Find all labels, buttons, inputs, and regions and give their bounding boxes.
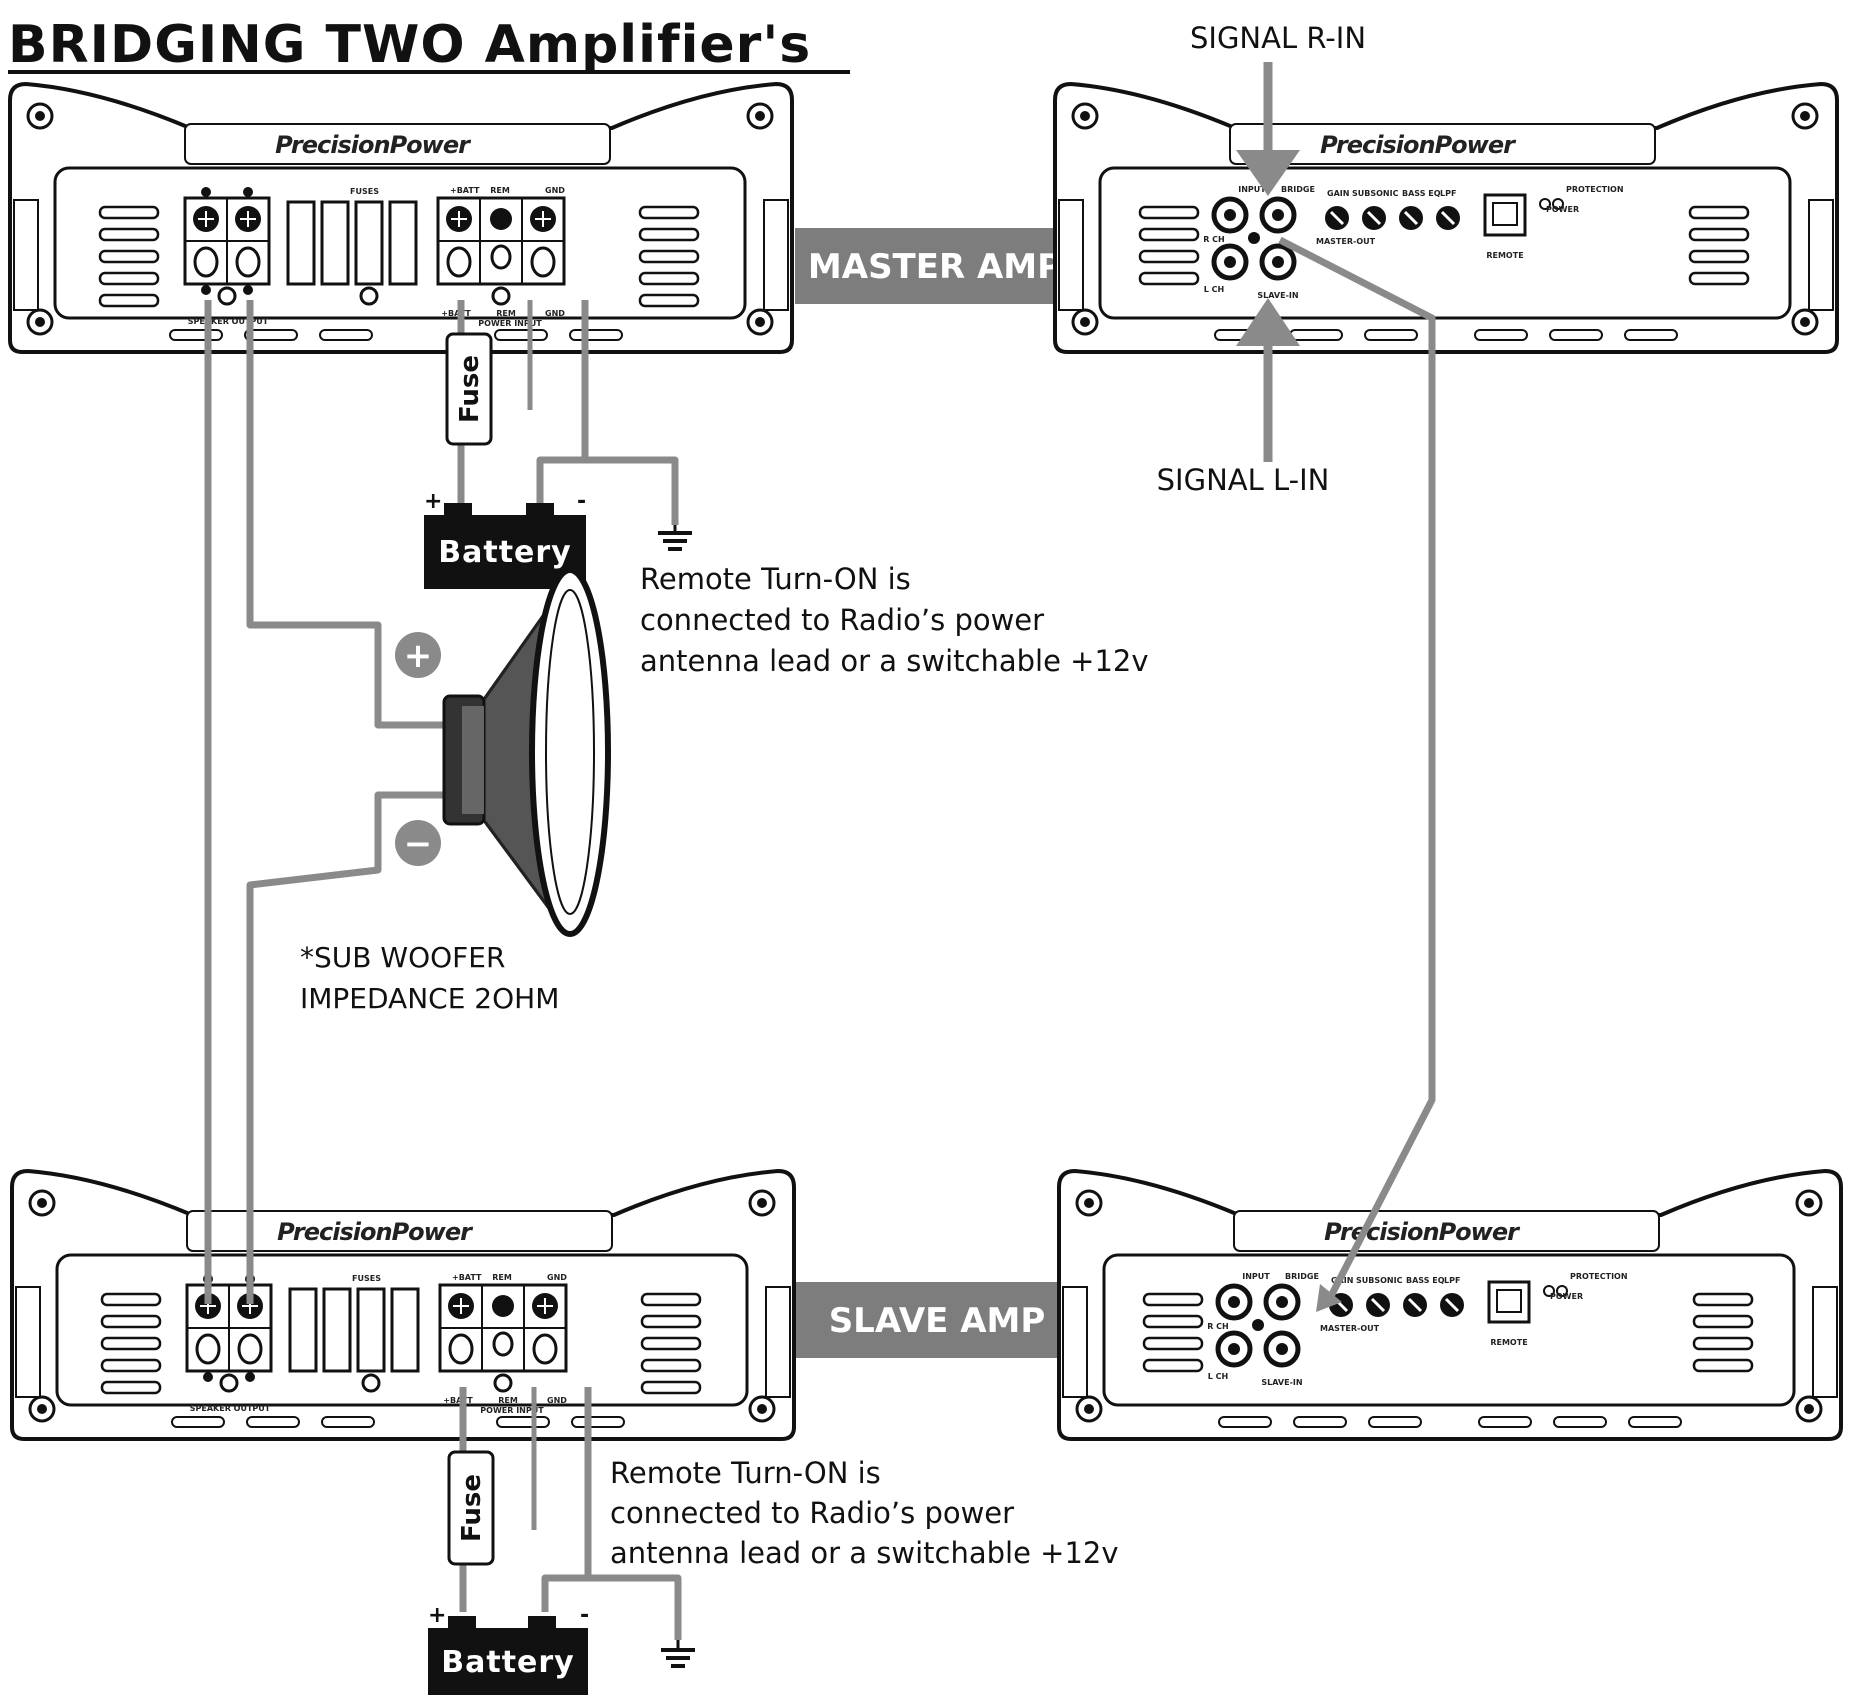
lpf-label: LPF bbox=[1440, 189, 1456, 198]
slave-ground-icon bbox=[661, 1640, 695, 1668]
battery-plus-sign: + bbox=[428, 1603, 446, 1628]
brand-logo: PrecisionPower bbox=[277, 1218, 474, 1246]
bridge-label: BRIDGE bbox=[1281, 185, 1315, 194]
bridge-label: BRIDGE bbox=[1285, 1272, 1319, 1281]
minus-terminal-symbol: − bbox=[404, 824, 433, 864]
svg-text:Remote Turn-ON is: Remote Turn-ON is bbox=[610, 1456, 881, 1490]
lpf-label: LPF bbox=[1444, 1276, 1460, 1285]
signal-l-in-arrow bbox=[1236, 298, 1300, 346]
master-amp-power-side: PrecisionPower SPEAKER OUTPUT FUSES +BAT… bbox=[8, 82, 794, 354]
master-ground-wire bbox=[585, 456, 679, 525]
batt-bottom-label: +BATT bbox=[441, 309, 471, 318]
master-gnd-battery-wire bbox=[536, 300, 589, 515]
gain-label: GAIN bbox=[1327, 189, 1349, 198]
svg-text:connected to Radio’s power: connected to Radio’s power bbox=[640, 603, 1044, 637]
fuses-label: FUSES bbox=[352, 1274, 381, 1283]
subsonic-label: SUBSONIC bbox=[1352, 189, 1399, 198]
bass-eq-label: BASS EQ bbox=[1406, 1276, 1445, 1285]
brand-logo: PrecisionPower bbox=[1324, 1218, 1521, 1246]
bridge-cable bbox=[1278, 236, 1436, 1300]
input-label: INPUT bbox=[1242, 1272, 1270, 1281]
signal-r-in-label: SIGNAL R-IN bbox=[1190, 21, 1366, 55]
rem-bottom-label: REM bbox=[498, 1396, 518, 1405]
power-input-label: POWER INPUT bbox=[480, 1406, 544, 1415]
slave-fuse bbox=[447, 1450, 495, 1566]
bass-eq-label: BASS EQ bbox=[1402, 189, 1441, 198]
rem-label: REM bbox=[492, 1273, 512, 1282]
remote-note-slave: Remote Turn-ON is connected to Radio’s p… bbox=[610, 1456, 1119, 1570]
subsonic-label: SUBSONIC bbox=[1356, 1276, 1403, 1285]
battery-minus-sign: - bbox=[577, 489, 586, 514]
subwoofer-speaker bbox=[442, 567, 611, 937]
slave-fuse-label: Fuse bbox=[457, 1474, 487, 1542]
master-fuse-label: Fuse bbox=[455, 355, 485, 423]
speaker-output-label: SPEAKER OUTPUT bbox=[188, 317, 269, 326]
battery-plus-sign: + bbox=[424, 489, 442, 514]
bridge-cable-arrow bbox=[1316, 1284, 1342, 1312]
remote-label: REMOTE bbox=[1490, 1338, 1527, 1347]
input-label: INPUT bbox=[1238, 185, 1266, 194]
signal-r-in-arrow bbox=[1236, 150, 1300, 196]
master-amp-band bbox=[795, 228, 1075, 304]
fuses-label: FUSES bbox=[350, 187, 379, 196]
slave-amp-power-side: PrecisionPower SPEAKER OUTPUT FUSES +BAT… bbox=[10, 1169, 796, 1441]
battery-minus-sign: - bbox=[580, 1603, 589, 1628]
protection-label: PROTECTION bbox=[1570, 1272, 1628, 1281]
master-out-label: MASTER-OUT bbox=[1320, 1324, 1380, 1333]
subwoofer-label-line2: IMPEDANCE 2OHM bbox=[300, 982, 559, 1015]
master-out-label: MASTER-OUT bbox=[1316, 237, 1376, 246]
protection-label: PROTECTION bbox=[1566, 185, 1624, 194]
r-ch-label: R CH bbox=[1207, 1322, 1229, 1331]
speaker-output-label: SPEAKER OUTPUT bbox=[190, 1404, 271, 1413]
l-ch-label: L CH bbox=[1208, 1372, 1228, 1381]
batt-bottom-label: +BATT bbox=[443, 1396, 473, 1405]
batt-label: +BATT bbox=[452, 1273, 482, 1282]
master-amp-label: MASTER AMP bbox=[808, 247, 1062, 287]
master-battery-label: Battery bbox=[438, 535, 572, 570]
master-ground-icon bbox=[658, 525, 692, 551]
gnd-bottom-label: GND bbox=[547, 1396, 567, 1405]
gnd-bottom-label: GND bbox=[545, 309, 565, 318]
master-fuse bbox=[445, 332, 493, 446]
subwoofer-label-line1: *SUB WOOFER bbox=[300, 941, 505, 974]
slave-battery bbox=[428, 1628, 588, 1695]
svg-text:antenna lead or a switchable +: antenna lead or a switchable +12v bbox=[610, 1536, 1119, 1570]
svg-text:Remote Turn-ON is: Remote Turn-ON is bbox=[640, 562, 911, 596]
gnd-label: GND bbox=[547, 1273, 567, 1282]
power-label: POWER bbox=[1550, 1292, 1583, 1301]
signal-l-in-label: SIGNAL L-IN bbox=[1157, 463, 1330, 497]
slave-gnd-battery-wire bbox=[541, 1387, 592, 1612]
brand-logo: PrecisionPower bbox=[275, 131, 472, 159]
svg-text:connected to Radio’s power: connected to Radio’s power bbox=[610, 1496, 1014, 1530]
slave-in-label: SLAVE-IN bbox=[1261, 1378, 1302, 1387]
plus-terminal-symbol: + bbox=[404, 636, 433, 676]
diagram-title: BRIDGING TWO Amplifier's bbox=[8, 15, 811, 75]
batt-label: +BATT bbox=[450, 186, 480, 195]
rem-label: REM bbox=[490, 186, 510, 195]
slave-battery-label: Battery bbox=[441, 1645, 575, 1680]
slave-ground-wire bbox=[588, 1574, 682, 1640]
slave-amp-band bbox=[795, 1282, 1080, 1358]
slave-amp-signal-side: PrecisionPower INPUT BRIDGE R CH L CH MA… bbox=[1059, 1171, 1841, 1439]
slave-in-label: SLAVE-IN bbox=[1257, 291, 1298, 300]
r-ch-label: R CH bbox=[1203, 235, 1225, 244]
remote-label: REMOTE bbox=[1486, 251, 1523, 260]
brand-logo: PrecisionPower bbox=[1320, 131, 1517, 159]
minus-terminal-icon bbox=[395, 820, 441, 866]
slave-amp-label: SLAVE AMP bbox=[829, 1301, 1046, 1341]
power-input-label: POWER INPUT bbox=[478, 319, 542, 328]
speaker-wire-plus bbox=[246, 300, 490, 729]
plus-terminal-icon bbox=[395, 632, 441, 678]
master-amp-signal-side: PrecisionPower INPUT BRIDGE R CH L CH MA… bbox=[1055, 84, 1837, 352]
power-label: POWER bbox=[1546, 205, 1579, 214]
rem-bottom-label: REM bbox=[496, 309, 516, 318]
svg-text:antenna lead or a switchable +: antenna lead or a switchable +12v bbox=[640, 644, 1149, 678]
l-ch-label: L CH bbox=[1204, 285, 1224, 294]
remote-note-master: Remote Turn-ON is connected to Radio’s p… bbox=[640, 562, 1149, 678]
gnd-label: GND bbox=[545, 186, 565, 195]
speaker-wire-minus bbox=[246, 791, 490, 1304]
